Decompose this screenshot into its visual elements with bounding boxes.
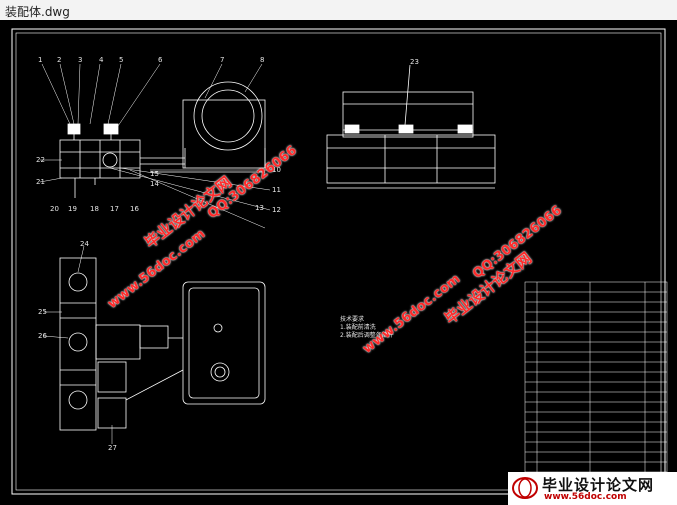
cad-drawing bbox=[11, 28, 668, 495]
label-22: 22 bbox=[36, 156, 45, 164]
title-bar: 装配体.dwg bbox=[0, 0, 677, 21]
drum-inner bbox=[201, 89, 255, 143]
label-21: 21 bbox=[36, 178, 45, 186]
label-27: 27 bbox=[108, 444, 117, 452]
label-5: 5 bbox=[119, 56, 124, 64]
tech-notes-line2: 2.装配后调整各部件 bbox=[340, 332, 394, 339]
label-17: 17 bbox=[110, 205, 119, 213]
drawing-viewport[interactable]: 1 2 3 4 5 6 7 8 22 21 20 19 18 17 16 15 … bbox=[0, 20, 677, 505]
label-23: 23 bbox=[410, 58, 419, 66]
logo-mark-icon bbox=[512, 477, 538, 499]
plan-frame bbox=[59, 257, 97, 431]
window-title: 装配体.dwg bbox=[5, 5, 70, 19]
label-3: 3 bbox=[78, 56, 83, 64]
leader-lines-plan bbox=[43, 245, 113, 444]
label-25: 25 bbox=[38, 308, 47, 316]
label-14: 14 bbox=[150, 180, 159, 188]
logo-text: 毕业设计论文网 bbox=[542, 476, 655, 494]
label-4: 4 bbox=[99, 56, 104, 64]
label-13: 13 bbox=[255, 204, 264, 212]
label-16: 16 bbox=[130, 205, 139, 213]
front-view bbox=[59, 81, 266, 198]
label-15: 15 bbox=[150, 170, 159, 178]
label-1: 1 bbox=[38, 56, 43, 64]
plan-view bbox=[59, 257, 266, 431]
label-20: 20 bbox=[50, 205, 59, 213]
label-12: 12 bbox=[272, 206, 281, 214]
tech-notes-title: 技术要求 bbox=[340, 316, 365, 323]
tank-plan bbox=[182, 281, 266, 405]
motor-block-1 bbox=[67, 123, 81, 135]
tech-notes-line1: 1.装配前清洗 bbox=[340, 324, 376, 331]
label-19: 19 bbox=[68, 205, 77, 213]
parts-table bbox=[524, 281, 668, 491]
label-2: 2 bbox=[57, 56, 62, 64]
side-frame bbox=[326, 134, 496, 184]
label-11: 11 bbox=[272, 186, 281, 194]
label-7: 7 bbox=[220, 56, 225, 64]
label-18: 18 bbox=[90, 205, 99, 213]
label-10: 10 bbox=[272, 166, 281, 174]
side-view bbox=[326, 64, 496, 189]
drum-frame bbox=[182, 99, 266, 169]
drum-outer bbox=[193, 81, 263, 151]
label-26: 26 bbox=[38, 332, 47, 340]
label-24: 24 bbox=[80, 240, 89, 248]
label-8: 8 bbox=[260, 56, 265, 64]
motor-block-2 bbox=[103, 123, 119, 135]
site-logo: 毕业设计论文网 www.56doc.com bbox=[508, 472, 677, 505]
logo-url: www.56doc.com bbox=[544, 492, 627, 502]
inner-frame bbox=[15, 32, 662, 491]
label-6: 6 bbox=[158, 56, 163, 64]
leader-lines-top bbox=[39, 63, 271, 229]
outer-frame bbox=[11, 28, 666, 495]
